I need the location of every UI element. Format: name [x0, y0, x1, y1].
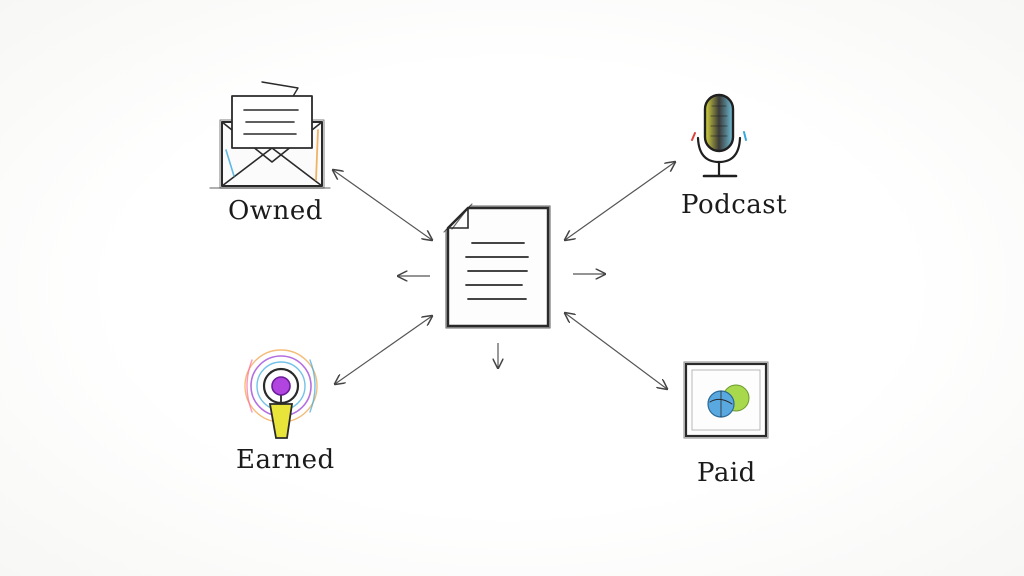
label-paid: Paid — [697, 458, 756, 488]
arrow-earned-center — [335, 316, 432, 384]
envelope-icon — [209, 81, 331, 189]
label-podcast: Podcast — [681, 190, 788, 220]
arrow-podcast-center — [565, 162, 675, 240]
arrow-owned-center — [333, 170, 432, 240]
connections — [333, 162, 675, 389]
label-earned: Earned — [236, 445, 335, 475]
microphone-icon — [691, 93, 747, 178]
document-icon — [443, 203, 551, 329]
label-owned: Owned — [228, 196, 323, 226]
arrow-paid-center — [565, 313, 667, 389]
megaphone-icon — [244, 349, 318, 439]
framed-globe-icon — [683, 361, 769, 439]
